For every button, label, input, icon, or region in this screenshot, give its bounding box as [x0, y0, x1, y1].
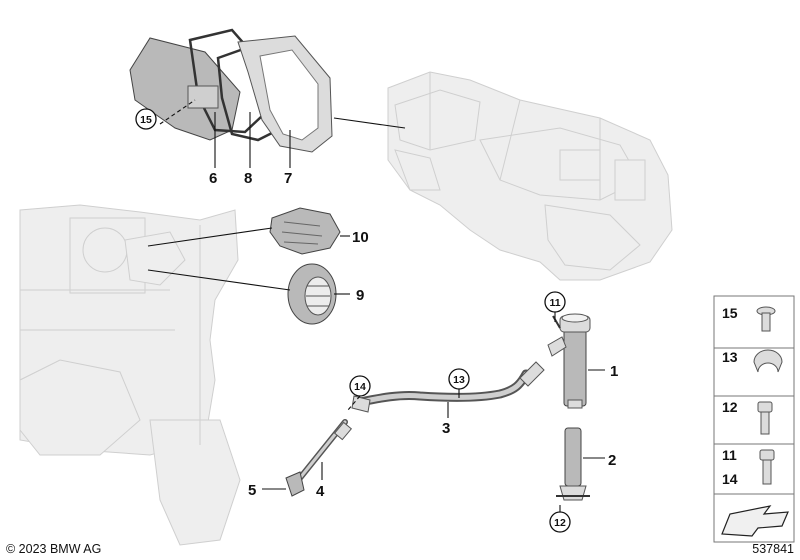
separator-1 — [547, 313, 591, 409]
bolt-11-14-icon — [759, 449, 775, 485]
clamp-13-icon — [753, 349, 783, 373]
callout-11: 11 — [549, 297, 560, 309]
circled-callout-13: 13 — [448, 368, 470, 390]
callout-13: 13 — [453, 374, 465, 386]
callout-7: 7 — [284, 170, 292, 187]
callout-15: 15 — [140, 114, 152, 126]
callout-9: 9 — [356, 287, 364, 304]
heater-unit-illustration — [387, 71, 673, 281]
callout-4: 4 — [316, 483, 325, 500]
filter-housing-illustration — [129, 28, 333, 153]
separator-2 — [556, 427, 590, 501]
vent-grille-9 — [287, 263, 337, 325]
legend-label-12: 12 — [722, 399, 738, 415]
leader-lines — [147, 99, 605, 512]
callout-10: 10 — [352, 229, 369, 246]
callout-5: 5 — [248, 482, 256, 499]
circled-callout-12: 12 — [549, 511, 571, 533]
circled-callout-11: 11 — [544, 291, 566, 313]
callout-8: 8 — [244, 170, 252, 187]
callout-1: 1 — [610, 363, 618, 380]
callout-14: 14 — [354, 381, 366, 393]
legend-label-13: 13 — [722, 349, 738, 365]
vent-grille-10 — [269, 207, 341, 255]
legend-label-15: 15 — [722, 305, 738, 321]
copyright-text: © 2023 BMW AG — [6, 542, 101, 556]
screw-15-icon — [756, 306, 776, 332]
diagram-number: 537841 — [752, 542, 794, 556]
callout-2: 2 — [608, 452, 616, 469]
clip-5 — [285, 471, 305, 497]
circled-callout-14: 14 — [349, 375, 371, 397]
callout-12: 12 — [554, 517, 566, 529]
legend-label-11: 11 — [722, 447, 737, 463]
orientation-arrow-icon — [721, 505, 789, 537]
drain-tube-4 — [297, 419, 353, 481]
legend-label-14: 14 — [722, 471, 738, 487]
hose-3 — [351, 361, 545, 413]
vehicle-body-illustration — [19, 204, 241, 546]
circled-callout-15: 15 — [135, 108, 157, 130]
callout-3: 3 — [442, 420, 450, 437]
bolt-12-icon — [757, 401, 773, 435]
fastener-legend: 15 13 12 11 14 — [713, 295, 795, 543]
callout-6: 6 — [209, 170, 217, 187]
